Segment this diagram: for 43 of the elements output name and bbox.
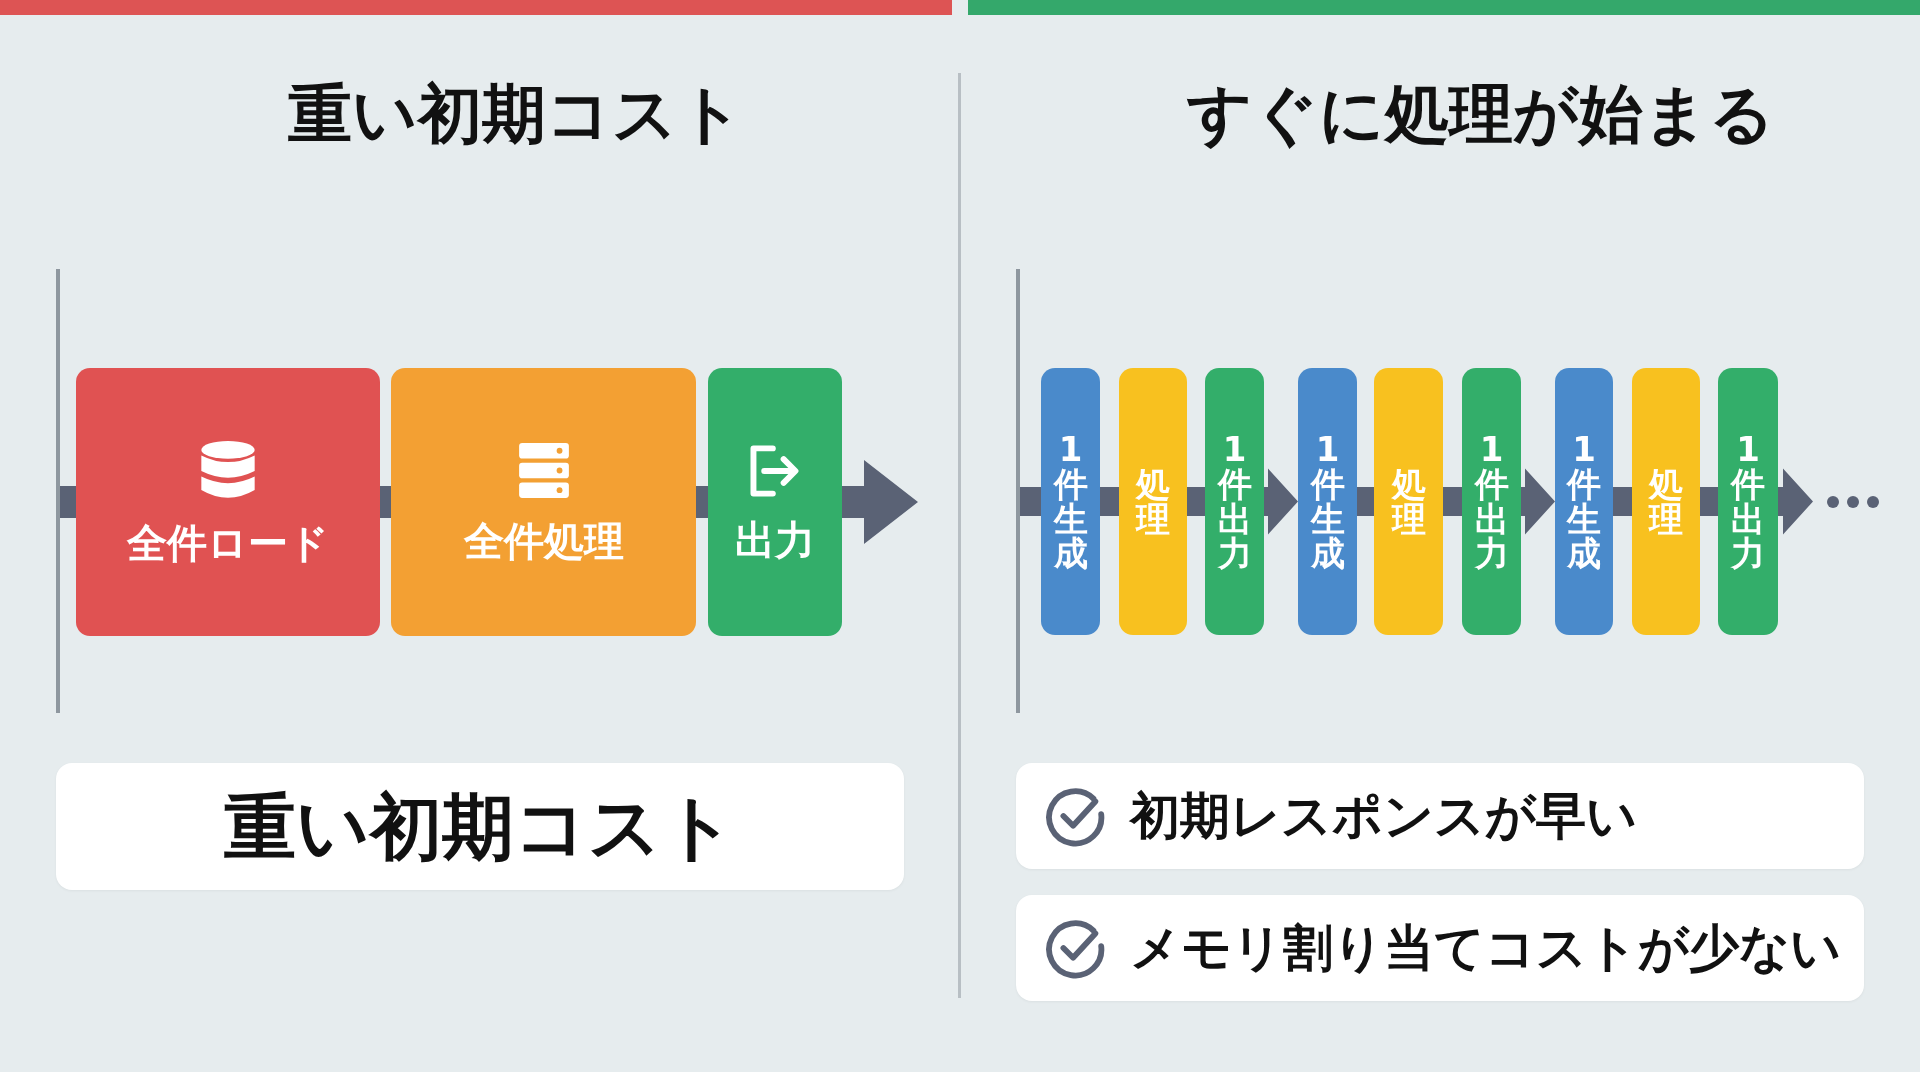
step-label: 1件生成 <box>1566 432 1602 571</box>
step-block <box>1555 368 1613 635</box>
step-block <box>1462 368 1521 635</box>
step-block <box>1119 368 1187 635</box>
step-block <box>1205 368 1264 635</box>
step-block <box>1041 368 1100 635</box>
stage-label: 全件処理 <box>463 521 624 561</box>
step-label: 処理 <box>1135 466 1171 537</box>
benefit-text: 初期レスポンスが早い <box>1130 791 1637 841</box>
step-label: 1件生成 <box>1052 432 1089 571</box>
summary-text: 重い初期コスト <box>224 790 736 863</box>
stage-block <box>76 368 380 636</box>
connector-line <box>1100 487 1119 516</box>
step-label: 1件生成 <box>1309 432 1346 571</box>
arrow <box>842 460 918 544</box>
step-label: 1件出力 <box>1473 432 1510 571</box>
step-block <box>1632 368 1700 635</box>
section-heading: 重い初期コスト <box>288 82 744 146</box>
benefit-box <box>1016 763 1864 869</box>
connector-line <box>696 486 708 518</box>
step-block <box>1718 368 1778 635</box>
benefit-text: メモリ割り当てコストが少ない <box>1130 923 1841 973</box>
stage-label: 出力 <box>735 520 815 560</box>
connector-line <box>1187 487 1205 516</box>
connector-line <box>1357 487 1374 516</box>
summary-box <box>56 763 904 890</box>
arrow <box>1521 468 1555 535</box>
step-label: 1件出力 <box>1730 432 1766 571</box>
step-label: 処理 <box>1648 466 1684 537</box>
stage-label: 全件ロード <box>127 523 329 563</box>
step-label: 1件出力 <box>1216 432 1253 571</box>
connector-line <box>1613 487 1632 516</box>
step-label: 処理 <box>1390 466 1427 537</box>
connector-line <box>1443 487 1462 516</box>
arrow <box>1264 468 1298 535</box>
connector-line <box>380 486 391 518</box>
step-block <box>1374 368 1443 635</box>
arrow <box>1778 468 1813 535</box>
stage-block <box>708 368 842 636</box>
connector-line <box>1700 487 1718 516</box>
stage-block <box>391 368 696 636</box>
benefit-box <box>1016 895 1864 1001</box>
step-block <box>1298 368 1357 635</box>
